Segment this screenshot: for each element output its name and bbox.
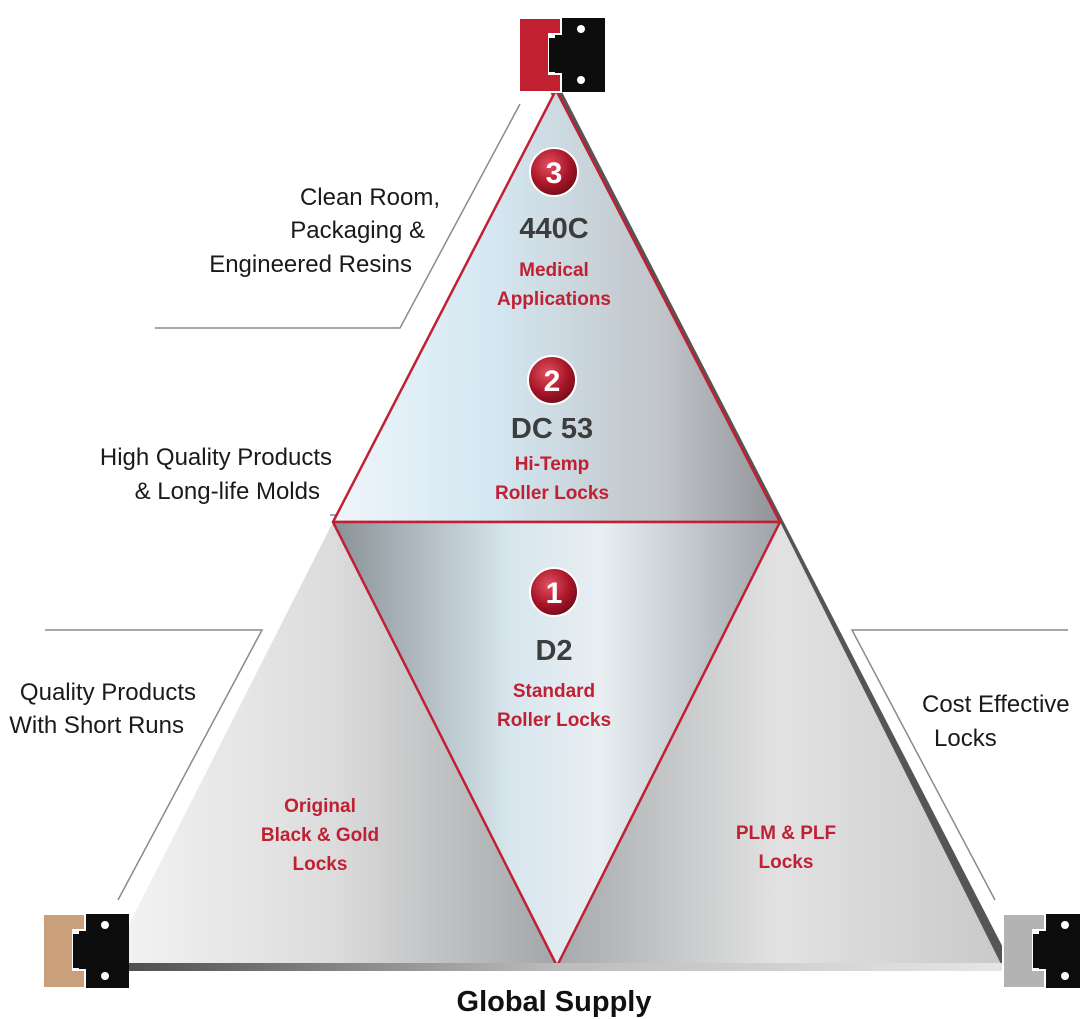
- left-tier-panel: [108, 522, 557, 966]
- middle-tier-badge-number: 2: [544, 365, 561, 398]
- center-tier-badge: 1: [529, 567, 579, 617]
- leader-top-left: [155, 103, 521, 329]
- bottom-right-lock-icon: [1002, 913, 1080, 989]
- right-tier-line2: Locks: [759, 852, 814, 873]
- right-label-line2: Locks: [934, 725, 997, 752]
- center-tier-panel: [331, 520, 782, 968]
- top-left-label-line1: Clean Room,: [300, 184, 440, 211]
- right-tier-line1: PLM & PLF: [736, 823, 836, 844]
- top-tier-app-line2: Applications: [497, 289, 611, 310]
- mid-left-label-line1: High Quality Products: [100, 444, 332, 471]
- top-tier-grade: 440C: [519, 213, 588, 245]
- center-tier-grade: D2: [535, 635, 572, 667]
- middle-tier-badge: 2: [527, 355, 577, 405]
- low-left-label-line2: With Short Runs: [9, 712, 184, 739]
- top-left-label-line3: Engineered Resins: [209, 251, 412, 278]
- mid-left-label-line2: & Long-life Molds: [135, 478, 320, 505]
- low-left-label-line1: Quality Products: [20, 679, 196, 706]
- top-tier-app-line1: Medical: [519, 260, 589, 281]
- footer-global-supply: Global Supply: [457, 986, 652, 1018]
- center-tier-badge-number: 1: [546, 577, 563, 610]
- top-left-label-line2: Packaging &: [290, 217, 425, 244]
- leader-lines: [45, 103, 1068, 901]
- left-tier-line2: Black & Gold: [261, 825, 379, 846]
- right-label-line1: Cost Effective: [922, 691, 1070, 718]
- right-tier-panel: [557, 522, 1002, 966]
- top-tier-badge-number: 3: [546, 157, 563, 190]
- pyramid-base: [108, 963, 1008, 971]
- top-lock-icon: [518, 17, 605, 93]
- left-tier-line1: Original: [284, 796, 356, 817]
- center-tier-app-line2: Roller Locks: [497, 710, 611, 731]
- middle-tier-app-line2: Roller Locks: [495, 483, 609, 504]
- left-tier-line3: Locks: [293, 854, 348, 875]
- bottom-left-lock-icon: [42, 913, 129, 989]
- center-tier-app-line1: Standard: [513, 681, 595, 702]
- middle-tier-grade: DC 53: [511, 413, 593, 445]
- leader-low-left: [45, 629, 264, 901]
- middle-tier-app-line1: Hi-Temp: [515, 454, 590, 475]
- leader-right: [850, 629, 1068, 901]
- top-tier-badge: 3: [529, 147, 579, 197]
